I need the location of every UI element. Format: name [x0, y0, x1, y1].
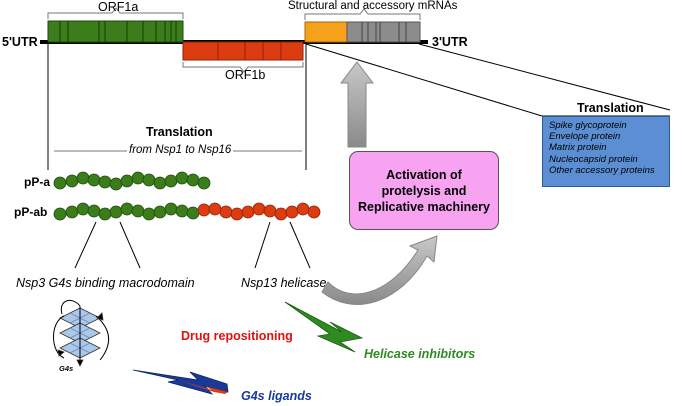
helicase-inhibitors-label: Helicase inhibitors — [364, 347, 476, 361]
ppa-label: pP-a — [24, 175, 51, 189]
structural-orange-block — [304, 21, 348, 43]
structural-gray-block — [346, 21, 421, 43]
up-arrow — [339, 61, 375, 148]
activation-box: Activation of protelysis and Replicative… — [349, 151, 499, 230]
nsp13-label: Nsp13 helicase — [241, 276, 327, 290]
g4-structure-icon — [53, 299, 109, 367]
utr3-label: 3'UTR — [432, 35, 468, 49]
nsp13-pointer-left — [254, 221, 271, 269]
translation-left-title: Translation — [146, 125, 213, 139]
orf1b-block — [182, 41, 304, 61]
protein-item: Envelope protein — [549, 131, 621, 143]
orf1a-label: ORF1a — [98, 0, 139, 14]
nsp3-pointer-left — [74, 221, 97, 269]
nsp3-label: Nsp3 G4s binding macrodomain — [16, 276, 195, 290]
g4s-ligand-bolt-red — [178, 380, 228, 394]
translation-right-title: Translation — [577, 101, 644, 115]
protein-item: Spike glycoprotein — [549, 120, 627, 131]
g4s-label: G4s — [59, 364, 74, 373]
orf1a-brace — [47, 7, 184, 19]
translation-left-subtitle: from Nsp1 to Nsp16 — [127, 144, 234, 156]
nsp3-pointer-right — [119, 221, 141, 269]
helicase-inhibitor-bolt — [284, 301, 364, 353]
protein-item: Nucleocapsid protein — [549, 153, 638, 165]
protein-lead-line-left — [305, 43, 543, 117]
drug-repositioning-label: Drug repositioning — [181, 329, 293, 343]
orf1b-label: ORF1b — [225, 68, 266, 82]
structural-brace — [304, 8, 421, 20]
curved-arrow — [321, 235, 438, 305]
ppab-beads-red — [197, 202, 321, 221]
protein-item: Matrix protein — [549, 142, 607, 154]
utr5-label: 5'UTR — [2, 35, 38, 49]
nsp13-pointer-right — [289, 221, 311, 269]
protein-list-box: Spike glycoprotein Envelope protein Matr… — [542, 116, 670, 187]
orf1a-block — [47, 20, 184, 43]
orf1b-brace — [182, 62, 304, 73]
ppab-label: pP-ab — [14, 205, 48, 219]
structural-label: Structural and accessory mRNAs — [288, 0, 458, 12]
ppa-beads — [53, 171, 211, 191]
ppab-beads-green — [53, 202, 200, 221]
protein-item: Other accessory proteins — [549, 164, 655, 176]
g4s-ligands-label: G4s ligands — [241, 389, 312, 403]
protein-lead-line-right — [418, 43, 671, 111]
